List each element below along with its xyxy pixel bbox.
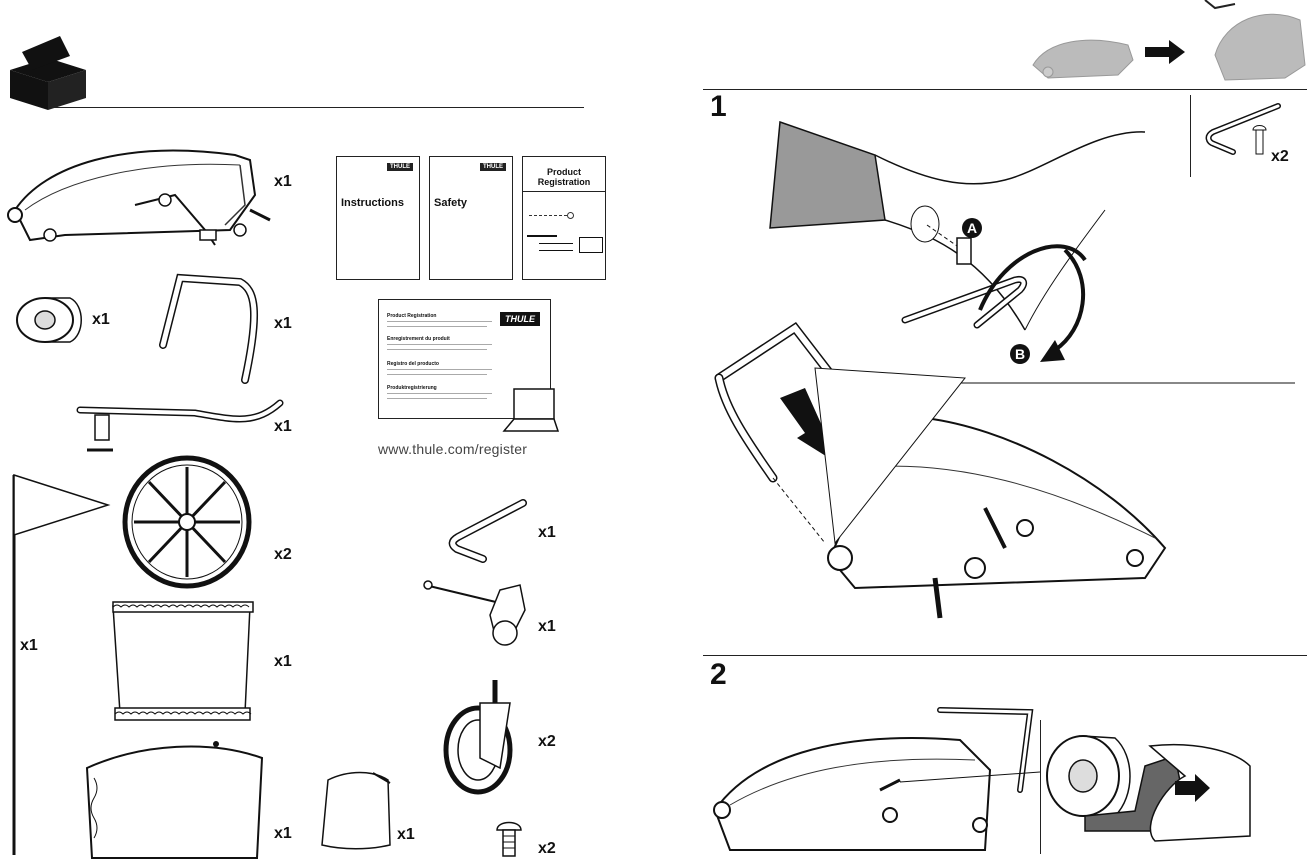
rain-cover-illustration [112,601,254,721]
safety-booklet: THULE Safety [429,156,513,280]
hex-key-illustration [448,499,527,563]
qty-trailer: x1 [274,173,292,190]
step1-parts-icon [1205,103,1281,155]
reg-line-3: Registro del producto [387,361,439,367]
label-b: B [1010,344,1030,364]
bumper-illustration [16,297,82,343]
qty-wheels: x2 [274,546,292,563]
reg-line-4: Produktregistrierung [387,385,437,391]
wheel-illustration [122,455,252,589]
label-a: A [962,218,982,238]
brand-tag-icon: THULE [480,163,506,171]
product-registration-form: Product Registration [522,156,606,280]
thule-logo: THULE [500,312,540,326]
arrow-right-icon [1145,40,1185,64]
bolt-illustration [496,821,522,857]
qty-flag: x1 [20,637,38,654]
register-url: www.thule.com/register [378,441,528,457]
laptop-icon [502,388,560,432]
reg-line-2: Enregistrement du produit [387,336,450,342]
header-rule-right [703,89,1307,90]
trailer-mode-icon [1032,39,1134,79]
brand-tag-icon: THULE [387,163,413,171]
stroller-wheel-illustration [443,680,513,795]
step2-main-illustration [713,707,1041,851]
qty-hitch: x1 [538,618,556,635]
step1-main-illustration [714,321,1295,619]
cover-illustration [85,741,264,859]
header-rule-left [52,107,584,108]
reg-line-1: Product Registration [387,313,437,319]
parts-box-divider [1190,95,1191,177]
hitch-illustration [423,580,526,646]
qty-rain-cover: x1 [274,653,292,670]
trailer-illustration [7,149,271,246]
qty-cover: x1 [274,825,292,842]
qty-bag: x1 [397,826,415,843]
step-number-2: 2 [710,658,727,691]
step2-divider [703,655,1307,656]
qty-tow-arm: x1 [274,418,292,435]
qty-hex-key: x1 [538,524,556,541]
box-icon [10,36,86,110]
product-registration-title: Product Registration [537,167,591,187]
instructions-booklet: THULE Instructions [336,156,420,280]
tow-arm-illustration [76,399,284,452]
qty-stroller-wheels: x2 [538,733,556,750]
step2-detail-frame [1040,720,1041,854]
bag-illustration [321,771,391,850]
safety-label: Safety [434,197,468,209]
instructions-label: Instructions [341,197,404,209]
stroller-mode-icon [1204,0,1306,81]
step-number-1: 1 [710,90,727,123]
step2-detail-illustration [1046,735,1251,842]
step1-detail-illustration [769,120,1146,362]
handlebar-illustration [159,273,258,384]
qty-bumper: x1 [92,311,110,328]
step1-parts-qty: x2 [1271,148,1289,165]
qty-handlebar: x1 [274,315,292,332]
flag-illustration [12,473,111,855]
qty-bolts: x2 [538,840,556,857]
